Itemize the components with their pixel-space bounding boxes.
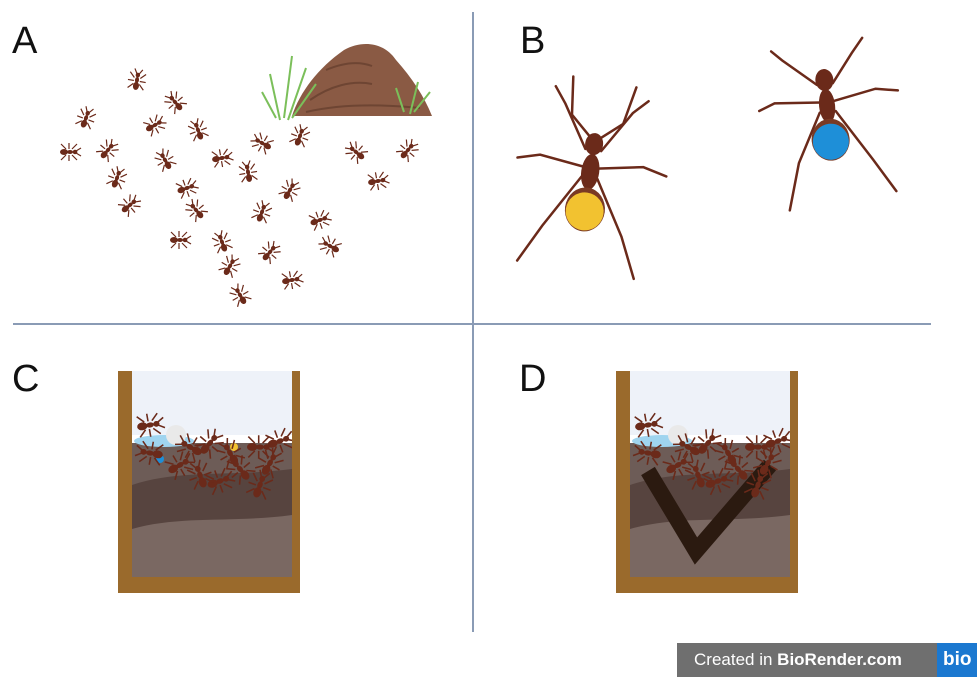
- ant: [308, 208, 334, 232]
- biorender-watermark: Created in BioRender.com bio: [677, 643, 977, 677]
- vertical-divider: [472, 12, 474, 632]
- ant: [257, 238, 284, 266]
- panel-label-d: D: [519, 360, 546, 398]
- ant: [182, 196, 209, 224]
- ant: [186, 117, 210, 143]
- panel-c-nest: [110, 365, 310, 597]
- ant-mound: [292, 44, 432, 116]
- ant: [142, 112, 169, 138]
- biorender-logo: bio: [937, 643, 977, 677]
- ant: [74, 105, 98, 131]
- ant: [152, 146, 178, 173]
- ant: [342, 138, 370, 165]
- watermark-prefix: Created in: [694, 650, 777, 669]
- ant: [277, 176, 303, 203]
- ant: [227, 281, 253, 308]
- watermark-brand: BioRender.com: [777, 650, 902, 669]
- ant: [210, 229, 234, 255]
- ant-blue-marked: [753, 35, 909, 213]
- ant: [60, 143, 81, 161]
- ant: [281, 269, 305, 290]
- ant: [395, 136, 422, 164]
- panel-a-scene: [0, 0, 470, 320]
- panel-d-nest: [608, 365, 808, 597]
- ant: [117, 191, 145, 218]
- ant: [250, 199, 274, 225]
- ant: [217, 252, 243, 279]
- ant: [126, 68, 147, 92]
- ant: [237, 160, 258, 184]
- ant: [211, 147, 235, 168]
- horizontal-divider: [13, 323, 931, 325]
- ant-yellow-marked: [503, 70, 678, 281]
- panel-b-scene: [475, 0, 970, 320]
- ant: [175, 176, 201, 200]
- ant: [95, 136, 122, 164]
- ant: [288, 123, 312, 149]
- ant: [367, 170, 391, 191]
- panel-label-c: C: [12, 360, 39, 398]
- ant: [170, 231, 191, 249]
- ant: [105, 165, 129, 191]
- ant: [248, 130, 275, 156]
- ant: [316, 233, 343, 259]
- ant: [161, 88, 188, 116]
